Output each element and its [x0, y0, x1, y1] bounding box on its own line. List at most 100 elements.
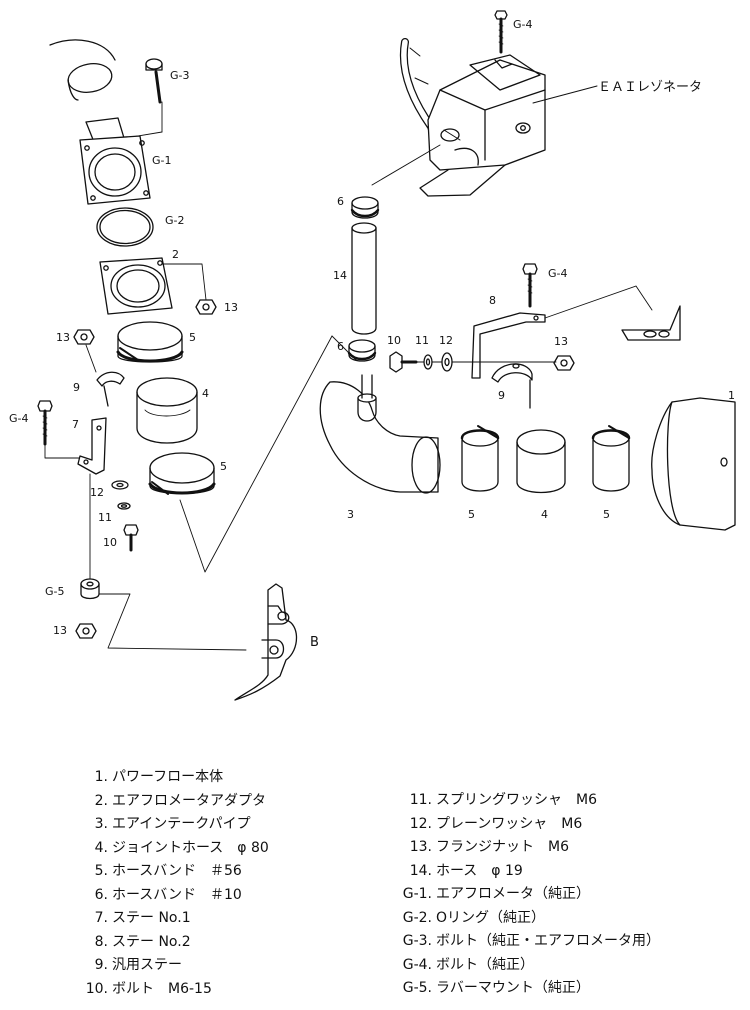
joint-hose-4-left — [136, 377, 198, 444]
parts-list-item: G-5.ラバーマウント（純正） — [392, 977, 660, 1001]
part-name: ホースバンド ＃56 — [112, 863, 242, 879]
flange-nut-13-right — [553, 355, 575, 371]
hose-band-5-upper — [116, 321, 184, 363]
parts-list-item: G-3.ボルト（純正・エアフロメータ用） — [392, 930, 660, 954]
bolt-g4-top — [494, 10, 508, 54]
part-name: パワーフロー本体 — [112, 769, 224, 785]
callout-14: 14 — [333, 269, 347, 282]
part-name: ジョイントホース φ 80 — [112, 839, 269, 856]
flange-nut-13-adapter — [195, 299, 217, 315]
callout-g4-right: G-4 — [548, 267, 568, 280]
hose-band-5-lower — [148, 452, 216, 495]
exploded-parts-diagram: ＥＡＩレゾネータ G-4 G-3 G-1 G-2 — [9, 10, 736, 701]
part-name: 汎用ステー — [112, 957, 182, 973]
callout-13-bottom: 13 — [53, 624, 67, 637]
callout-6-lower: 6 — [337, 340, 344, 353]
part-number: 10. — [85, 980, 108, 997]
parts-list-item: 9.汎用ステー — [78, 954, 269, 978]
part-number: 6. — [94, 886, 108, 903]
callout-5-b2: 5 — [603, 508, 610, 521]
part-name: Oリング（純正） — [436, 909, 546, 926]
callout-5-upper: 5 — [189, 331, 196, 344]
hose-band-6-top — [350, 196, 380, 219]
part-number: 9. — [94, 957, 108, 973]
part-number: 8. — [94, 933, 108, 950]
parts-list-item: G-1.エアフロメータ（純正） — [392, 883, 660, 907]
parts-list-item: 6.ホースバンド ＃10 — [78, 884, 269, 908]
part-number: 1. — [94, 769, 108, 785]
rubber-mount-g5 — [80, 578, 100, 600]
hose-14 — [351, 222, 377, 335]
parts-list-item: 8.ステー No.2 — [78, 931, 269, 955]
callout-11-right: 11 — [415, 334, 429, 347]
callout-13-adapter: 13 — [224, 301, 238, 314]
callout-g3: G-3 — [170, 69, 190, 82]
callout-5-lower: 5 — [220, 460, 227, 473]
label-eai-resonator: ＥＡＩレゾネータ — [598, 80, 702, 95]
parts-list-item: 14.ホース φ 19 — [392, 860, 660, 884]
flange-nut-13-bottom — [75, 623, 97, 639]
washer-12-left — [111, 480, 129, 490]
callout-g5: G-5 — [45, 585, 65, 598]
universal-stay-9-right — [491, 363, 533, 409]
mounting-bracket-b — [234, 583, 298, 701]
joint-hose-4-b — [516, 429, 566, 494]
parts-list-item: G-2.Oリング（純正） — [392, 907, 660, 931]
bolt-10-left — [123, 524, 139, 552]
part-number: 4. — [94, 839, 108, 856]
intake-duct-fragment — [49, 39, 116, 101]
part-name: スプリングワッシャ M6 — [436, 792, 597, 808]
part-name: ボルト（純正） — [436, 956, 534, 973]
parts-list-item: 1.パワーフロー本体 — [78, 766, 269, 790]
part-name: ボルト M6-15 — [112, 980, 212, 997]
callout-b: B — [310, 635, 319, 650]
parts-list-item: 11.スプリングワッシャ M6 — [392, 789, 660, 813]
part-name: ラバーマウント（純正） — [436, 980, 590, 996]
air-flow-meter-g1 — [79, 117, 151, 205]
callout-4-b: 4 — [541, 508, 548, 521]
callout-10-right: 10 — [387, 334, 401, 347]
part-number: G-1. — [402, 886, 432, 902]
callout-g4-top: G-4 — [513, 18, 533, 31]
part-name: エアフロメータアダプタ — [112, 792, 266, 809]
intake-pipe-3 — [319, 374, 441, 494]
part-name: エアフロメータ（純正） — [436, 886, 590, 902]
stay-7 — [77, 417, 107, 475]
parts-list-item: 7.ステー No.1 — [78, 907, 269, 931]
callout-3: 3 — [347, 508, 354, 521]
part-name: ボルト（純正・エアフロメータ用） — [436, 933, 660, 949]
spring-washer-11-left — [117, 502, 131, 510]
afm-adapter-2 — [99, 257, 173, 315]
part-number: 14. — [409, 862, 432, 879]
part-number: 13. — [409, 839, 432, 855]
callout-g4-left: G-4 — [9, 412, 29, 425]
part-name: プレーンワッシャ M6 — [436, 815, 583, 832]
hose-band-5-b2 — [591, 425, 631, 492]
parts-list-item: 12.プレーンワッシャ M6 — [392, 813, 660, 837]
parts-list-item: 10.ボルト M6-15 — [78, 978, 269, 1002]
part-number: 7. — [94, 910, 108, 926]
part-number: G-2. — [402, 909, 432, 926]
parts-list-item: 5.ホースバンド ＃56 — [78, 860, 269, 884]
part-name: ホースバンド ＃10 — [112, 886, 242, 903]
parts-list-item: 2.エアフロメータアダプタ — [78, 790, 269, 814]
spring-washer-11-right — [423, 354, 433, 370]
bolt-10-right — [389, 351, 418, 373]
flange-nut-13-left — [73, 329, 95, 345]
part-name: ステー No.1 — [112, 910, 191, 926]
part-number: 2. — [94, 792, 108, 809]
parts-list-item: 3.エアインテークパイプ — [78, 813, 269, 837]
part-number: G-5. — [402, 980, 432, 996]
part-number: 5. — [94, 863, 108, 879]
part-number: 12. — [409, 815, 432, 832]
callout-9-right: 9 — [498, 389, 505, 402]
bolt-g4-left — [37, 400, 53, 446]
washer-12-right — [441, 352, 453, 372]
part-number: 3. — [94, 816, 108, 832]
bolt-g3 — [145, 58, 163, 104]
parts-list-item: G-4.ボルト（純正） — [392, 954, 660, 978]
callout-12-right: 12 — [439, 334, 453, 347]
callout-10-left: 10 — [103, 536, 117, 549]
